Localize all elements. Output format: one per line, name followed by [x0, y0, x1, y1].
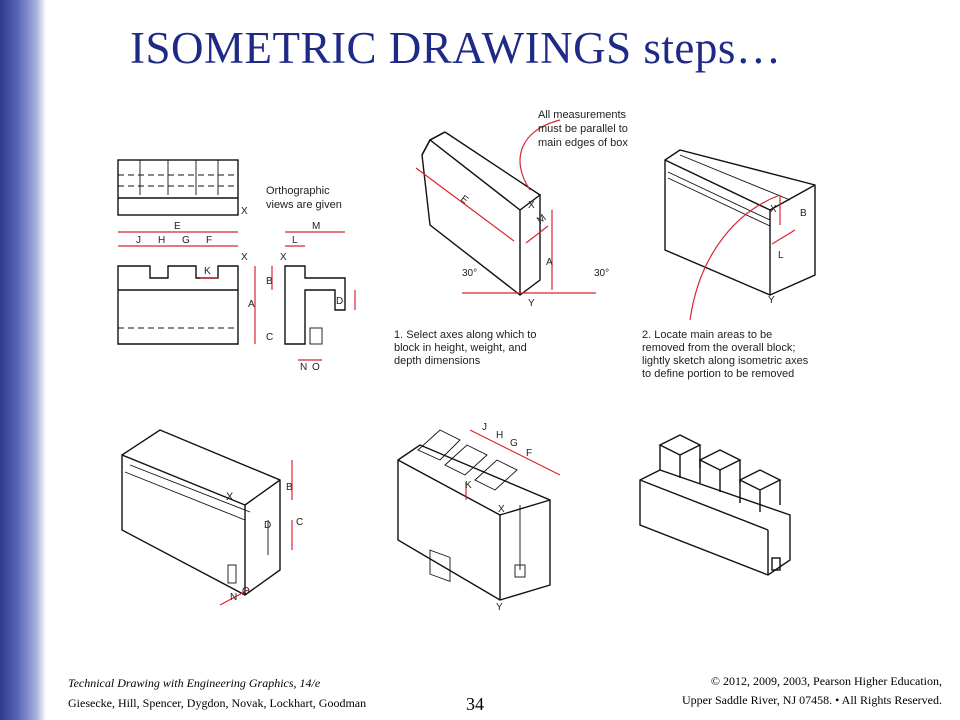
isometric-steps-figure: Orthographic views are given E J H G F K… — [117, 109, 816, 613]
dim-label-b: B — [266, 276, 273, 287]
step3-dim-o: O — [242, 586, 250, 597]
ortho-caption-line-1: Orthographic — [266, 185, 330, 197]
step1-dim-e: E — [458, 194, 470, 207]
ortho-caption-line-2: views are given — [266, 199, 342, 211]
step2-dim-l: L — [778, 250, 784, 261]
copyright-line-2: Upper Saddle River, NJ 07458. • All Righ… — [681, 693, 942, 707]
step2-caption-line-3: lightly sketch along isometric axes — [642, 355, 809, 367]
footer-book-info: Technical Drawing with Engineering Graph… — [68, 676, 366, 711]
step4-dim-j: J — [482, 422, 487, 433]
step2-dim-x: X — [770, 204, 777, 215]
step4-block — [397, 429, 561, 601]
final-isometric-part — [639, 434, 791, 576]
step3-dim-n: N — [230, 592, 237, 603]
note-line-1: All measurements — [538, 109, 627, 121]
step4-dim-k: K — [465, 480, 472, 491]
dim-label-x-top: X — [241, 206, 248, 217]
step2-block — [664, 149, 816, 321]
footer-book-title: Technical Drawing with Engineering Graph… — [68, 676, 321, 690]
orthographic-views — [117, 159, 356, 361]
step1-dim-a: A — [546, 257, 553, 268]
step2-dim-b: B — [800, 208, 807, 219]
footer-authors: Giesecke, Hill, Spencer, Dygdon, Novak, … — [68, 696, 367, 710]
footer-copyright: © 2012, 2009, 2003, Pearson Higher Educa… — [682, 674, 942, 708]
slide-title: ISOMETRIC DRAWINGS steps… — [130, 23, 782, 73]
step2-caption-line-1: 2. Locate main areas to be — [642, 329, 772, 341]
step4-dim-f: F — [526, 448, 532, 459]
dim-label-l: L — [292, 235, 298, 246]
step1-caption-line-1: 1. Select axes along which to — [394, 329, 536, 341]
left-accent-bar — [0, 0, 46, 720]
dim-label-o: O — [312, 362, 320, 373]
dim-label-a: A — [248, 299, 255, 310]
step1-caption-line-3: depth dimensions — [394, 355, 481, 367]
note-line-3: main edges of box — [538, 137, 628, 149]
dim-label-f: F — [206, 235, 212, 246]
angle-right: 30° — [594, 268, 609, 279]
dim-label-x-front: X — [241, 252, 248, 263]
step3-dim-d: D — [264, 520, 271, 531]
dim-label-k: K — [204, 266, 211, 277]
step3-dim-b: B — [286, 482, 293, 493]
step3-dim-x: X — [226, 491, 234, 503]
dim-label-c: C — [266, 332, 273, 343]
step4-dim-i: H — [496, 430, 503, 441]
dim-label-n: N — [300, 362, 307, 373]
page-number: 34 — [466, 694, 484, 714]
step2-caption-line-2: removed from the overall block; — [642, 342, 795, 354]
dim-label-e: E — [174, 221, 181, 232]
step3-block — [121, 429, 293, 606]
dim-label-m: M — [312, 221, 320, 232]
note-line-2: must be parallel to — [538, 123, 628, 135]
dim-label-x-side: X — [280, 252, 287, 263]
step1-dim-y: Y — [528, 298, 535, 309]
step3-dim-c: C — [296, 517, 303, 528]
dim-label-h: H — [158, 235, 165, 246]
dim-label-j: J — [136, 235, 141, 246]
step4-dim-y: Y — [496, 602, 503, 613]
step4-dim-g: G — [510, 438, 518, 449]
step1-dim-x: X — [528, 200, 535, 211]
angle-left: 30° — [462, 268, 477, 279]
step1-dim-m: M — [535, 213, 548, 227]
step1-bounding-box — [415, 119, 596, 296]
step2-dim-y: Y — [768, 295, 775, 306]
step1-caption-line-2: block in height, weight, and — [394, 342, 527, 354]
copyright-line-1: © 2012, 2009, 2003, Pearson Higher Educa… — [710, 674, 942, 688]
dim-label-d: D — [336, 296, 343, 307]
step2-caption-line-4: to define portion to be removed — [642, 368, 794, 380]
step4-dim-x: X — [498, 504, 505, 515]
dim-label-g: G — [182, 235, 190, 246]
